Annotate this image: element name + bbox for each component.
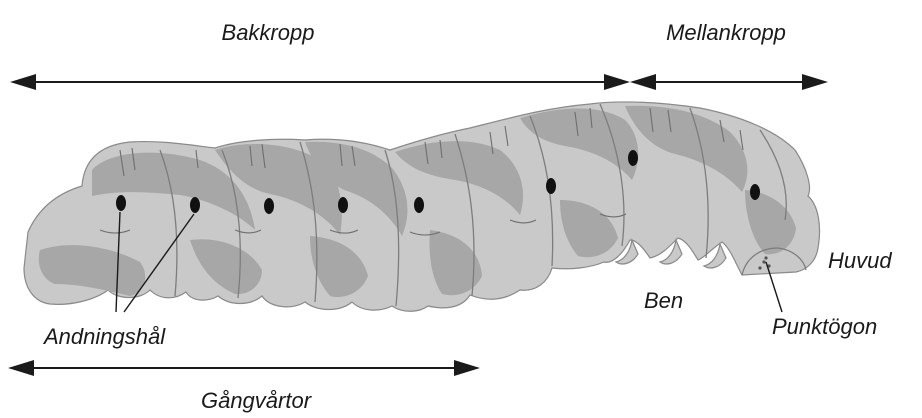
spiracle <box>116 195 126 211</box>
spiracle <box>750 184 760 200</box>
spiracle <box>546 178 556 194</box>
spiracle <box>264 198 274 214</box>
label-thorax: Mellankropp <box>666 20 786 45</box>
prolegs-span-arrow <box>8 360 480 376</box>
label-abdomen: Bakkropp <box>222 20 315 45</box>
label-spiracles: Andningshål <box>42 324 166 349</box>
label-ocelli: Punktögon <box>772 314 877 339</box>
spiracle <box>338 197 348 213</box>
label-legs: Ben <box>644 288 683 313</box>
abdomen-span-arrow <box>10 74 630 90</box>
label-head: Huvud <box>828 248 892 273</box>
spiracle <box>414 197 424 213</box>
label-prolegs: Gångvårtor <box>201 388 313 413</box>
thorax-span-arrow <box>630 74 828 90</box>
spiracle <box>628 150 638 166</box>
spiracle <box>190 197 200 213</box>
